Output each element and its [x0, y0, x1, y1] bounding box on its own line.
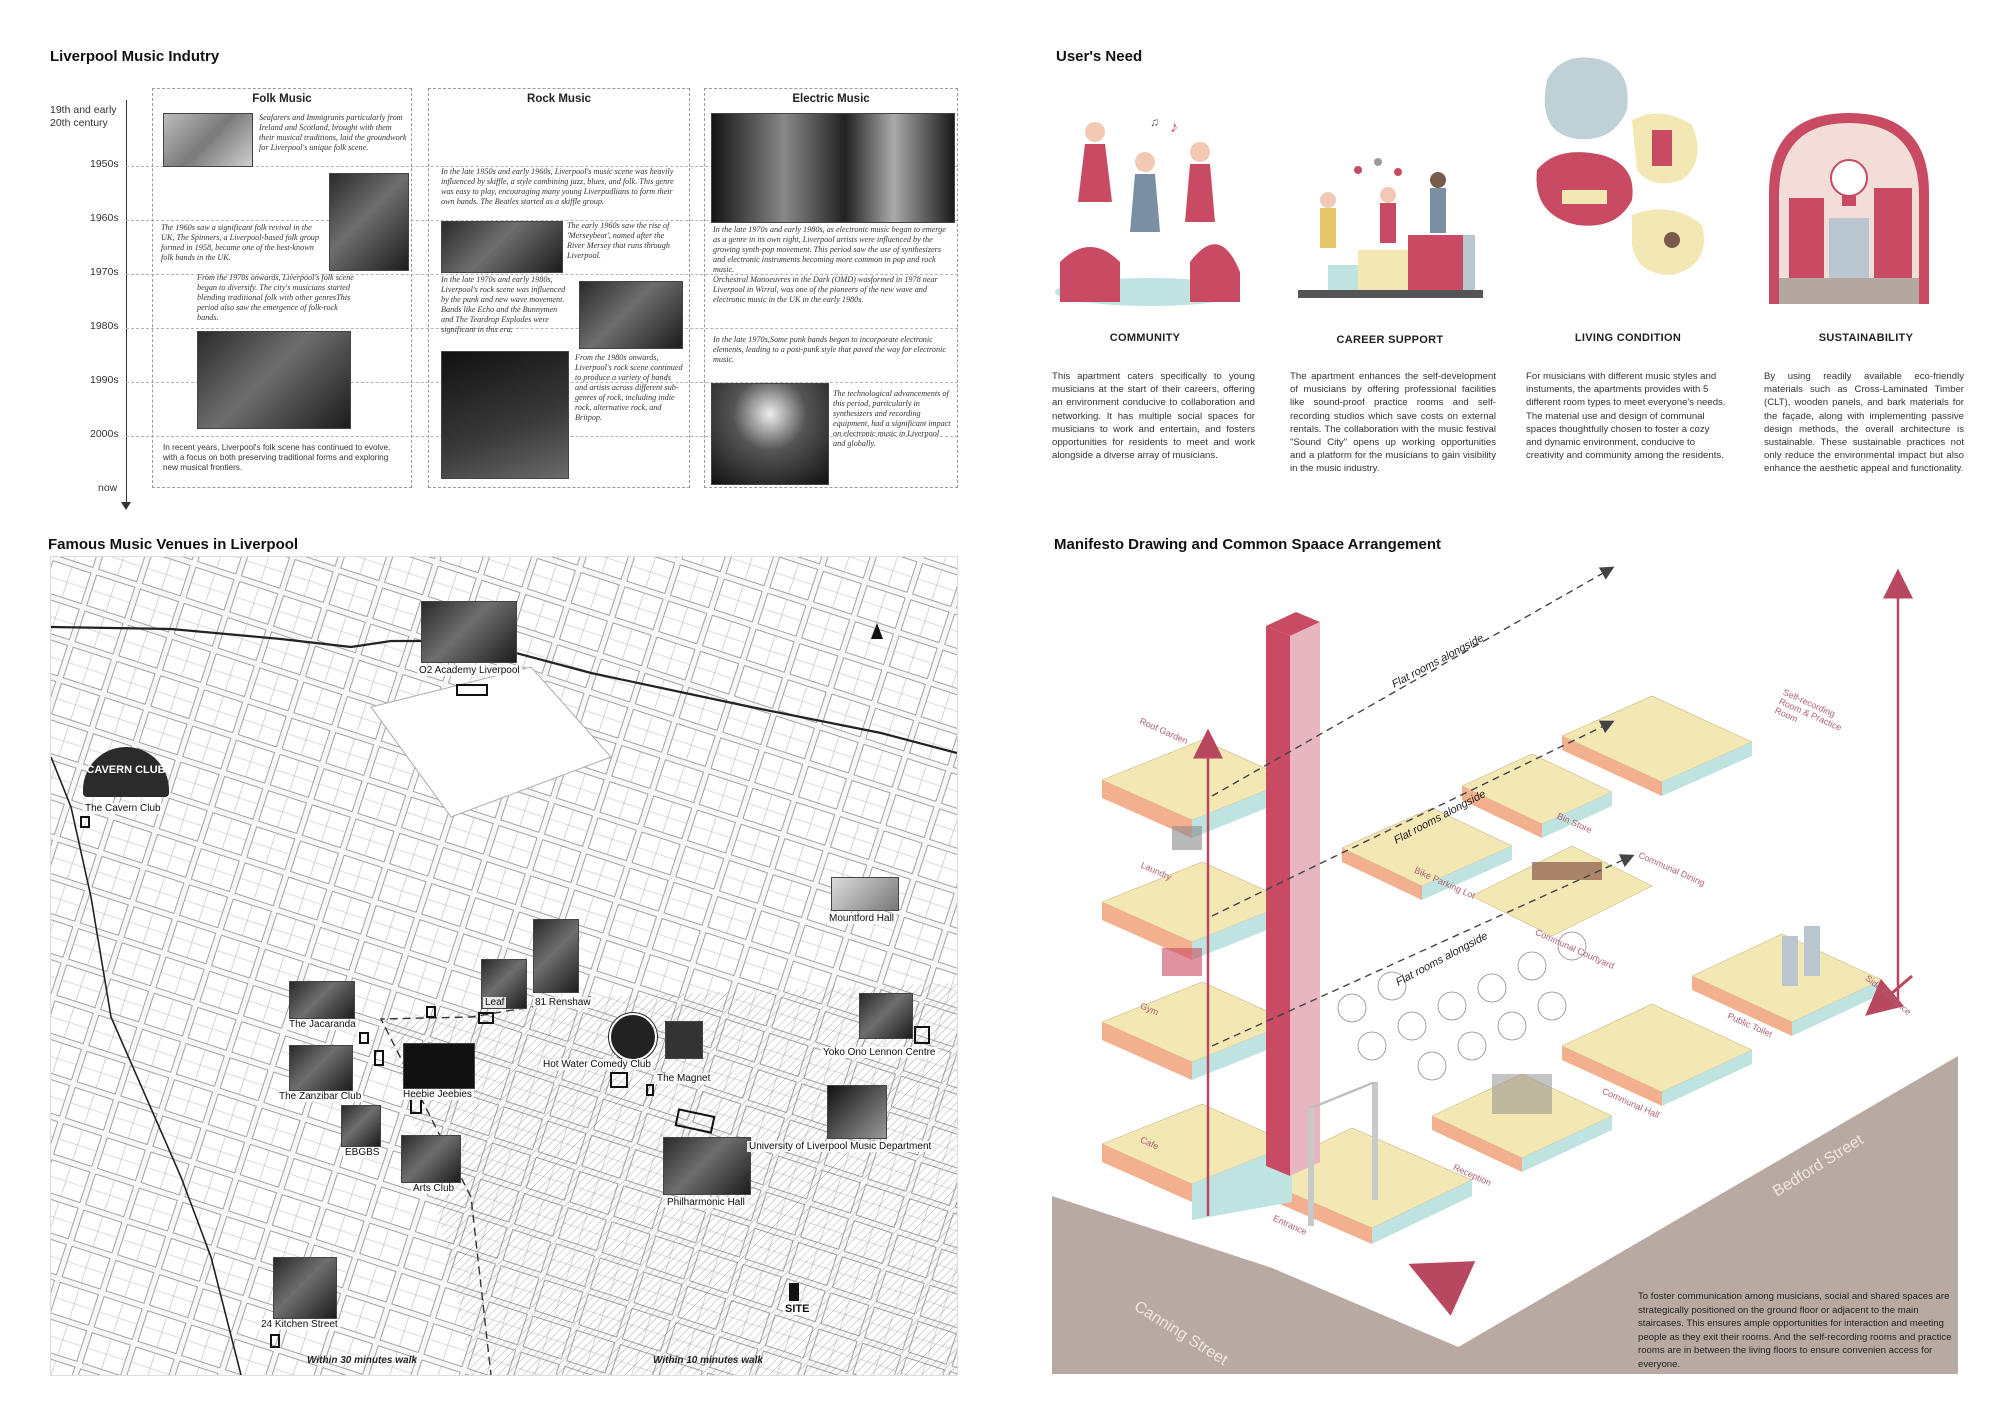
venues-map[interactable]: CAVERN CLUB O2 Academy Liverpool The Cav…: [50, 556, 958, 1376]
self-recording-slab: [1561, 695, 1753, 783]
career-illustration: [1298, 158, 1483, 298]
folk-text: In recent years, Liverpool's folk scene …: [163, 443, 391, 472]
timeline-gridline: [126, 166, 958, 167]
timeline-axis: [126, 100, 127, 508]
yoko-photo: [859, 993, 913, 1039]
timeline-gridline: [126, 220, 958, 221]
timeline-gridline: [126, 328, 958, 329]
timeline-label: 1950s: [90, 158, 119, 170]
folk-heading: Folk Music: [252, 93, 312, 105]
bedford-street-ground: [1412, 1056, 1958, 1374]
folk-text: Seafarers and Immigrants particularly fr…: [259, 113, 407, 152]
phil-photo: [663, 1137, 751, 1195]
timeline-label: 1990s: [90, 374, 119, 386]
community-illustration: ♪♫: [1055, 115, 1240, 306]
mountford-photo: [831, 877, 899, 911]
site-label[interactable]: SITE: [783, 1303, 812, 1315]
folk-photo: [163, 113, 253, 167]
manifesto-drawing: [1052, 566, 1958, 1374]
jacaranda-photo: [289, 981, 355, 1019]
venue-label-hotwater[interactable]: Hot Water Comedy Club: [541, 1059, 653, 1070]
timeline-label: now: [98, 482, 118, 494]
rock-photo: [441, 221, 563, 273]
sustainability-illustration: [1769, 113, 1929, 304]
timeline-gridline: [126, 274, 958, 275]
venue-label-uni[interactable]: University of Liverpool Music Department: [747, 1141, 934, 1152]
rock-photo: [579, 281, 683, 349]
electric-photo: [711, 383, 829, 485]
stair-tower-top: [1266, 612, 1320, 636]
rock-text: The early 1960s saw the rise of 'Merseyb…: [567, 221, 670, 260]
folk-photo: [197, 331, 351, 429]
electric-text: Orchestral Manoeuvres in the Dark (OMD) …: [713, 275, 938, 304]
need-title: CAREER SUPPORT: [1336, 334, 1444, 346]
industry-title: Liverpool Music Indutry: [50, 48, 220, 65]
uni-photo: [827, 1085, 887, 1139]
venues-title: Famous Music Venues in Liverpool: [48, 536, 299, 553]
living-illustration: [1536, 57, 1704, 275]
need-title: COMMUNITY: [1109, 332, 1181, 344]
walk-30-label: Within 30 minutes walk: [307, 1355, 417, 1366]
folk-text: The 1960s saw a significant folk revival…: [161, 223, 319, 262]
svg-text:♪: ♪: [1170, 119, 1178, 136]
heebie-photo: [403, 1043, 475, 1089]
hotwater-logo: [609, 1013, 657, 1061]
renshaw-photo: [533, 919, 579, 993]
kitchen-photo: [273, 1257, 337, 1319]
svg-text:♫: ♫: [1150, 115, 1159, 129]
need-title: SUSTAINABILITY: [1818, 332, 1914, 344]
manifesto-note: To foster communication among musicians,…: [1638, 1291, 1952, 1370]
electric-text: In the late 1970s,Some punk bands began …: [713, 335, 946, 364]
magnet-photo: [665, 1021, 703, 1059]
communal-hall-slab: [1561, 1003, 1753, 1093]
need-text: By using readily available eco-friendly …: [1764, 371, 1964, 475]
venue-label-yoko[interactable]: Yoko Ono Lennon Centre: [821, 1047, 938, 1058]
zanzibar-photo: [289, 1045, 353, 1091]
timeline-label: 1960s: [90, 212, 119, 224]
timeline-label: 19th and early 20th century: [50, 104, 117, 129]
folk-column: Folk Music Seafarers and Immigrants part…: [152, 88, 412, 488]
needs-title: User's Need: [1056, 48, 1143, 65]
venue-label-o2[interactable]: O2 Academy Liverpool: [417, 665, 522, 676]
arts-photo: [401, 1135, 461, 1183]
venue-label-phil[interactable]: Philharmonic Hall: [665, 1197, 747, 1208]
o2-photo: [421, 601, 517, 663]
rock-text: From the 1980s onwards, Liverpool's rock…: [575, 353, 683, 422]
venue-label-mountford[interactable]: Mountford Hall: [827, 913, 897, 924]
timeline-arrow-icon: [121, 502, 131, 510]
venue-label-leaf[interactable]: Leaf: [483, 997, 507, 1008]
timeline-label: 1970s: [90, 266, 119, 278]
walk-10-label: Within 10 minutes walk: [653, 1355, 763, 1366]
electric-column: Electric Music In the late 1970s and ear…: [704, 88, 958, 488]
electric-text: The technological advancements of this p…: [833, 389, 951, 448]
venue-label-ebgbs[interactable]: EBGBS: [343, 1147, 382, 1158]
venue-label-magnet[interactable]: The Magnet: [655, 1073, 713, 1084]
electric-text: In the late 1970s and early 1980s, as el…: [713, 225, 946, 274]
venue-label-renshaw[interactable]: 81 Renshaw: [533, 997, 593, 1008]
rock-heading: Rock Music: [527, 93, 591, 105]
manifesto-title: Manifesto Drawing and Common Spaace Arra…: [1054, 536, 1442, 553]
venue-label-zanzibar[interactable]: The Zanzibar Club: [277, 1091, 364, 1102]
venue-label-cavern[interactable]: The Cavern Club: [83, 803, 163, 814]
folk-text: From the 1970s onwards, Liverpool's folk…: [197, 273, 354, 322]
rock-photo: [441, 351, 569, 479]
rock-text: In the late 1950s and early 1960s, Liver…: [441, 167, 674, 206]
venue-label-heebie[interactable]: Heebie Jeebies: [401, 1089, 474, 1100]
need-text: For musicians with different music style…: [1526, 371, 1726, 462]
venue-label-kitchen[interactable]: 24 Kitchen Street: [259, 1319, 340, 1330]
folk-photo: [329, 173, 409, 271]
stair-tower: [1266, 626, 1290, 1176]
timeline-label: 2000s: [90, 428, 119, 440]
need-text: This apartment caters specifically to yo…: [1052, 371, 1255, 462]
rock-text: In the late 1970s and early 1980s, Liver…: [441, 275, 566, 334]
venue-label-jacaranda[interactable]: The Jacaranda: [287, 1019, 358, 1030]
need-title: LIVING CONDITION: [1574, 332, 1682, 344]
electric-heading: Electric Music: [792, 93, 870, 105]
electric-photo: [711, 113, 955, 223]
venue-label-arts[interactable]: Arts Club: [411, 1183, 457, 1194]
timeline-label: 1980s: [90, 320, 119, 332]
need-text: The apartment enhances the self-developm…: [1290, 371, 1496, 475]
rock-column: Rock Music In the late 1950s and early 1…: [428, 88, 690, 488]
ebgbs-photo: [341, 1105, 381, 1147]
